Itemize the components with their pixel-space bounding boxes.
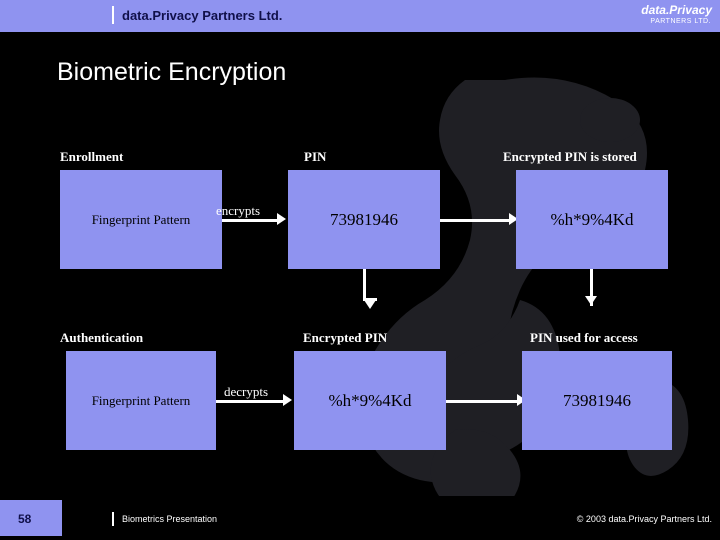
arrow-decrypted-to-access-line — [446, 400, 518, 403]
footer-divider — [112, 512, 114, 526]
caption-authentication: Authentication — [60, 330, 144, 345]
header-bar: data.Privacy Partners Ltd. data.Privacy … — [0, 0, 720, 32]
header-divider — [112, 6, 114, 24]
arrow-pin-to-encrypted-line — [440, 219, 510, 222]
caption-pin: PIN — [304, 149, 327, 164]
box-enrollment-fingerprint-label: Fingerprint Pattern — [91, 211, 191, 227]
page-title: Biometric Encryption — [57, 58, 287, 86]
box-authentication-fingerprint: Fingerprint Pattern — [66, 351, 216, 450]
arrow-decrypts-line — [216, 400, 284, 403]
footer-copyright: © 2003 data.Privacy Partners Ltd. — [576, 514, 712, 524]
caption-encrypted-pin-stored: Encrypted PIN is stored — [503, 149, 637, 164]
connector-encrypted-down-head — [585, 296, 597, 305]
footer-bar — [0, 496, 720, 540]
box-enrollment-fingerprint: Fingerprint Pattern — [60, 170, 222, 269]
box-pin-value: 73981946 — [288, 170, 440, 269]
arrow-decrypts-head — [283, 394, 292, 406]
box-pin-value-label: 73981946 — [330, 209, 398, 229]
caption-encrypted-pin: Encrypted PIN — [303, 330, 388, 345]
brand-logo-main: data.Privacy — [641, 3, 712, 17]
caption-pin-used-for-access: PIN used for access — [530, 330, 638, 345]
brand-logo-sub: PARTNERS LTD. — [650, 18, 711, 25]
connector-pin-down-head — [364, 300, 376, 309]
connector-pin-down-hline — [363, 298, 377, 301]
arrow-decrypted-to-access-head — [517, 394, 526, 406]
box-encrypted-pin-stored: %h*9%4Kd — [516, 170, 668, 269]
box-authentication-fingerprint-label: Fingerprint Pattern — [91, 392, 191, 408]
footer-page-chip — [0, 500, 62, 536]
box-pin-used-for-access: 73981946 — [522, 351, 672, 450]
page-number: 58 — [18, 512, 32, 526]
header-title: data.Privacy Partners Ltd. — [122, 8, 283, 23]
box-encrypted-pin-input-label: %h*9%4Kd — [328, 390, 412, 410]
footer-text: Biometrics Presentation — [122, 514, 218, 524]
box-encrypted-pin-input: %h*9%4Kd — [294, 351, 446, 450]
arrow-encrypts-line — [222, 219, 278, 222]
label-decrypts: decrypts — [224, 384, 269, 399]
caption-enrollment: Enrollment — [60, 149, 124, 164]
arrow-encrypts-head — [277, 213, 286, 225]
connector-encrypted-down-vline — [590, 269, 593, 306]
box-pin-used-for-access-label: 73981946 — [563, 390, 631, 410]
label-encrypts: encrypts — [216, 203, 261, 218]
arrow-pin-to-encrypted-head — [509, 213, 518, 225]
brand-logo: data.Privacy PARTNERS LTD. — [641, 3, 712, 27]
box-encrypted-pin-stored-label: %h*9%4Kd — [550, 209, 634, 229]
connector-pin-down-vline — [363, 269, 366, 301]
